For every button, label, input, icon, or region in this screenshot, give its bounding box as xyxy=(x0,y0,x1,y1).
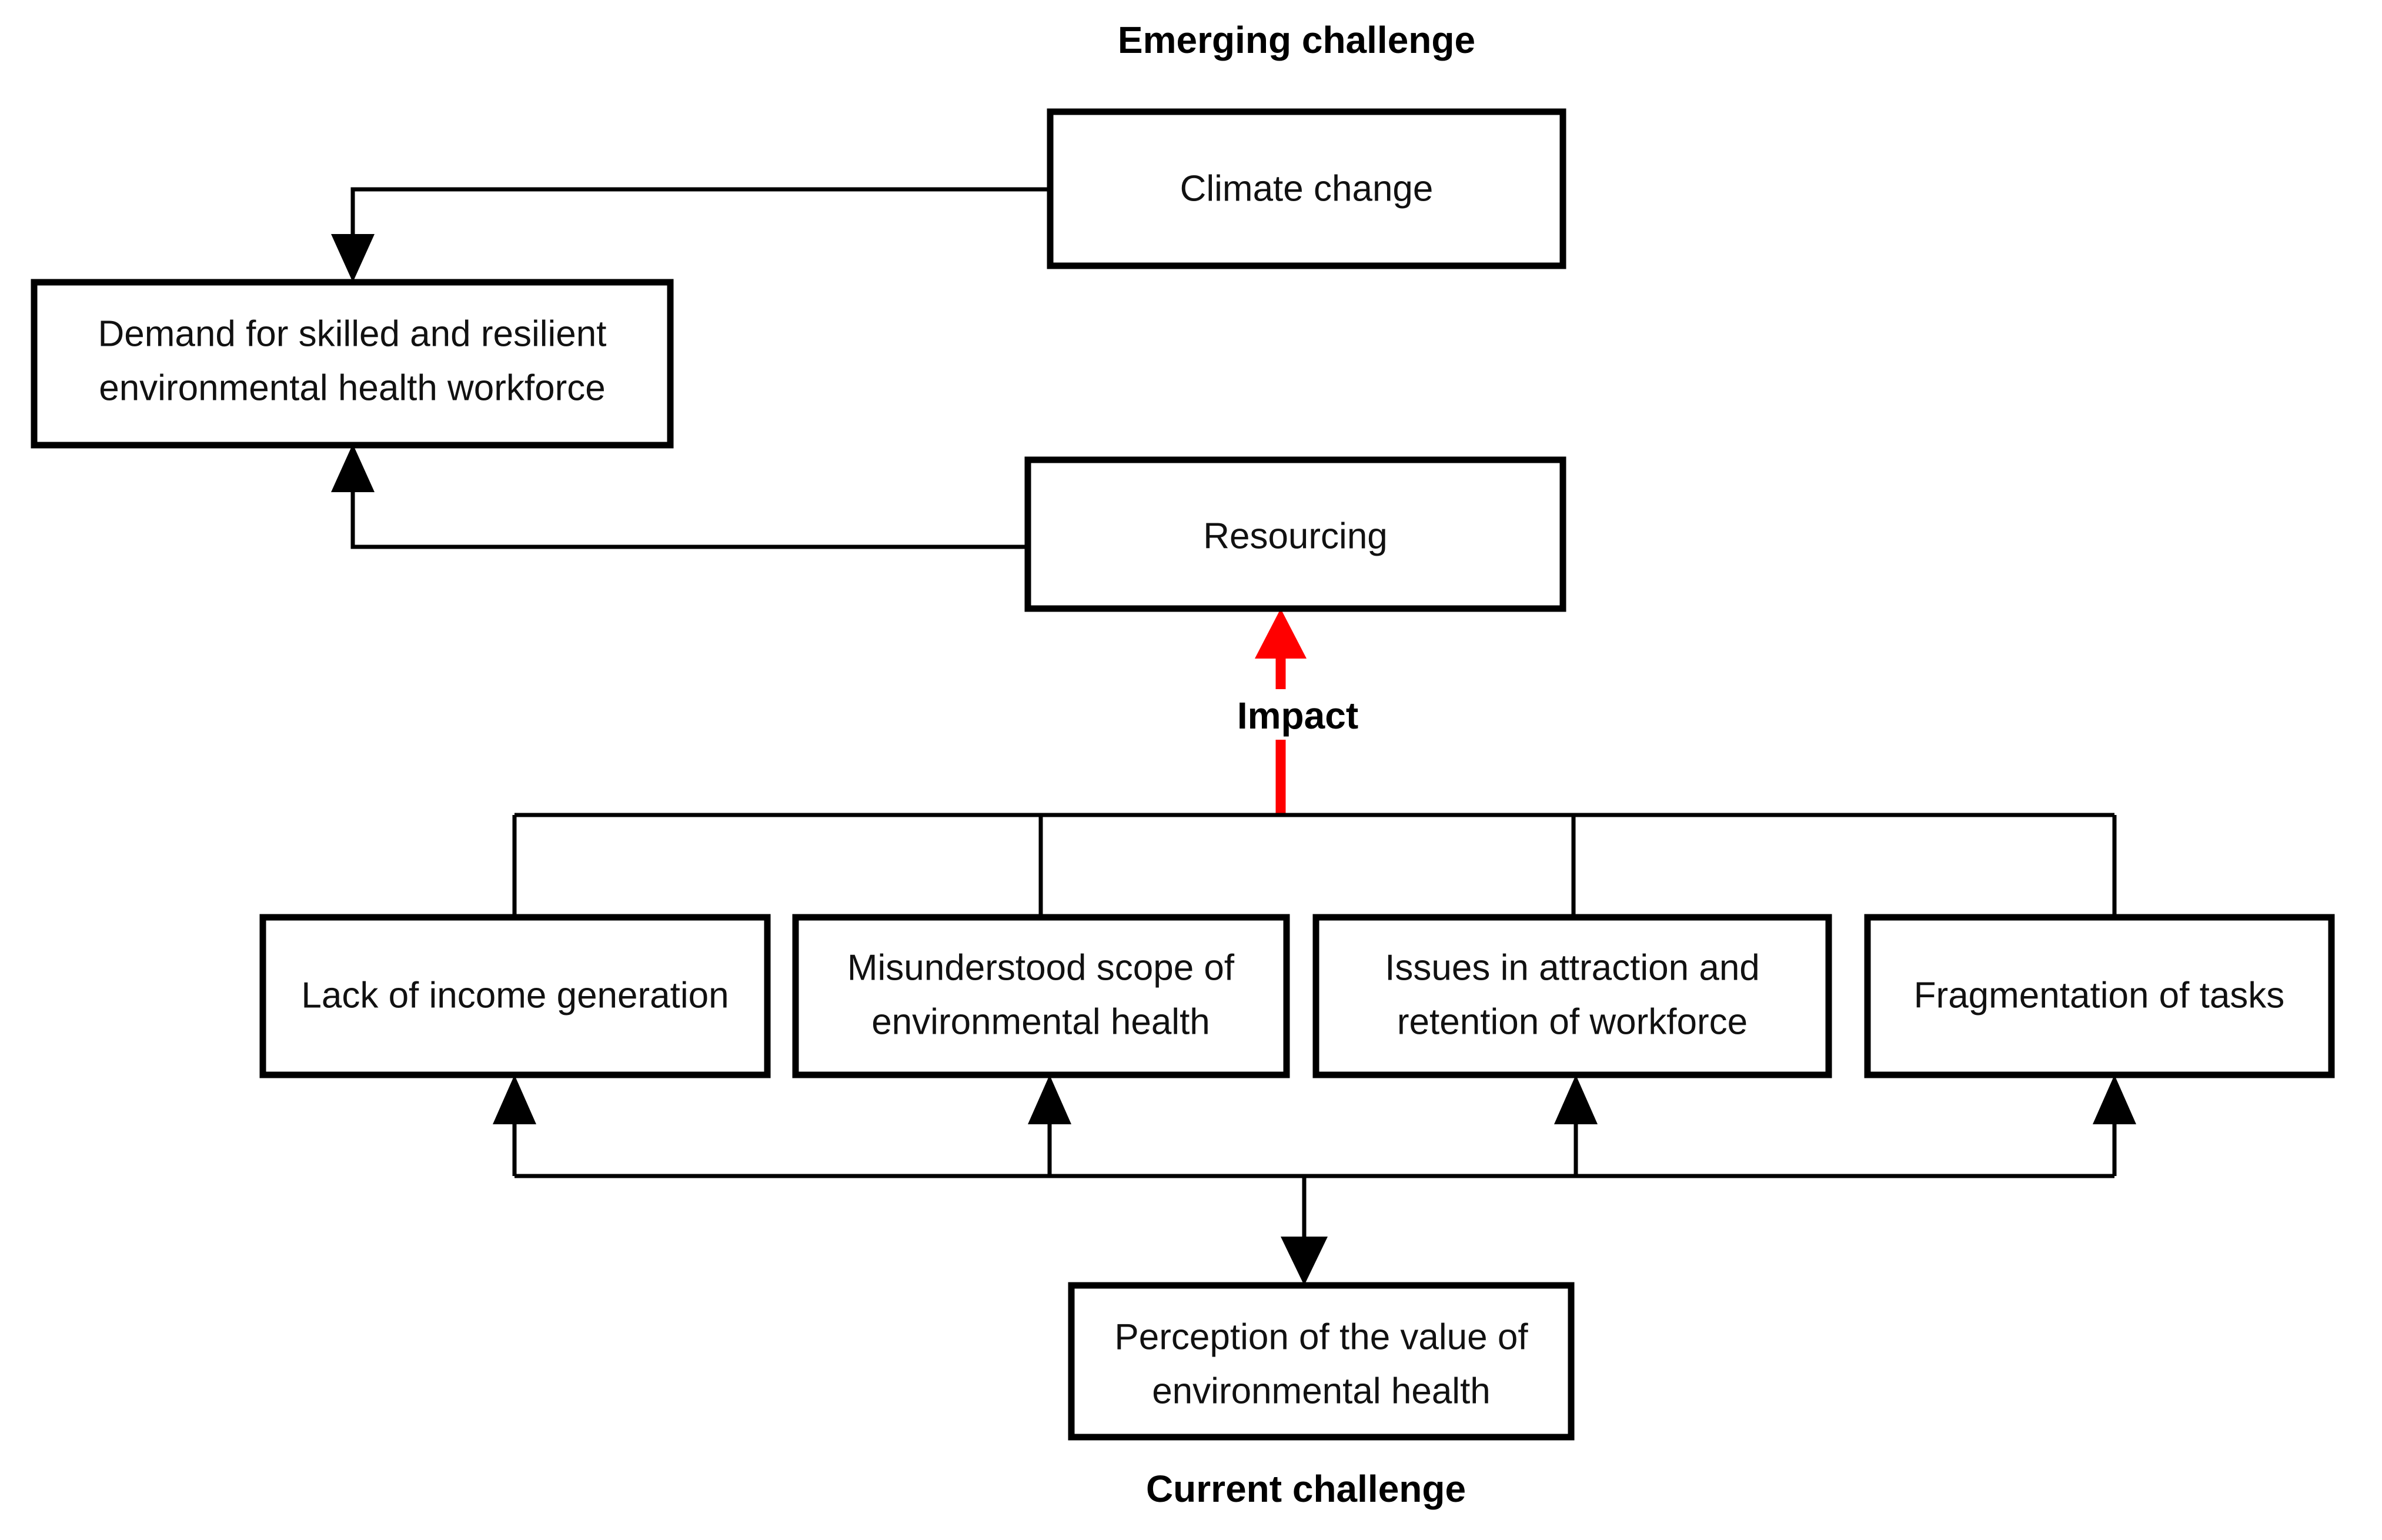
node-misunderstood-scope-label-line2: environmental health xyxy=(871,1001,1210,1042)
edge-climate-to-demand xyxy=(331,187,1050,282)
edge-upper-bus xyxy=(512,813,2117,917)
edge-lower-bus xyxy=(493,1075,2136,1178)
node-fragmentation-tasks[interactable]: Fragmentation of tasks xyxy=(1864,914,2335,1078)
current-challenge-label: Current challenge xyxy=(1146,1468,1466,1510)
impact-label: Impact xyxy=(1237,694,1358,737)
node-resourcing[interactable]: Resourcing xyxy=(1024,456,1566,612)
node-resourcing-label: Resourcing xyxy=(1203,516,1388,556)
node-perception-value-label-line1: Perception of the value of xyxy=(1114,1317,1528,1357)
node-fragmentation-tasks-label: Fragmentation of tasks xyxy=(1914,975,2285,1015)
node-climate-change-label: Climate change xyxy=(1180,168,1434,209)
node-demand-workforce-label-line2: environmental health workforce xyxy=(99,368,606,408)
node-attraction-retention-label-line2: retention of workforce xyxy=(1397,1001,1748,1042)
node-demand-workforce-label-line1: Demand for skilled and resilient xyxy=(98,313,607,354)
node-misunderstood-scope[interactable]: Misunderstood scope of environmental hea… xyxy=(792,914,1290,1078)
node-perception-value-label-line2: environmental health xyxy=(1152,1371,1491,1411)
node-climate-change[interactable]: Climate change xyxy=(1047,108,1566,269)
node-lack-income-label: Lack of income generation xyxy=(301,975,729,1015)
emerging-challenge-label: Emerging challenge xyxy=(1118,19,1475,61)
node-attraction-retention-label-line1: Issues in attraction and xyxy=(1385,947,1760,988)
node-attraction-retention[interactable]: Issues in attraction and retention of wo… xyxy=(1312,914,1832,1078)
node-lack-income[interactable]: Lack of income generation xyxy=(259,914,771,1078)
node-perception-value[interactable]: Perception of the value of environmental… xyxy=(1068,1282,1575,1441)
edge-bus-to-perception xyxy=(1281,1176,1328,1285)
edge-impact-red xyxy=(1255,609,1307,815)
node-demand-workforce[interactable]: Demand for skilled and resilient environ… xyxy=(31,279,674,449)
node-misunderstood-scope-label-line1: Misunderstood scope of xyxy=(847,947,1235,988)
edge-resourcing-to-demand xyxy=(331,444,1028,549)
